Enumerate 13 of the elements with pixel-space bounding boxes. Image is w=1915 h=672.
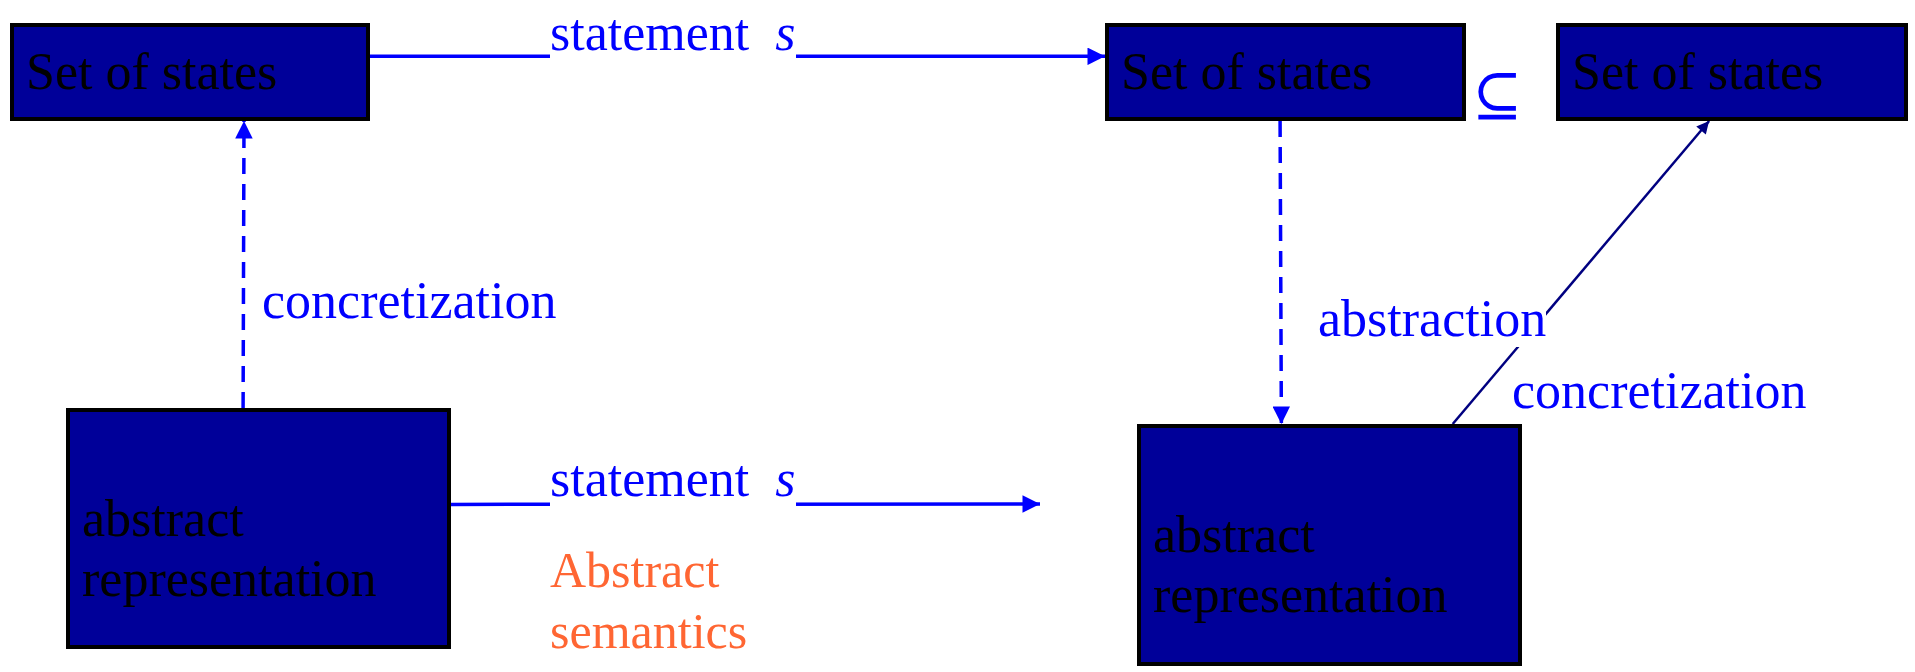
state-box bbox=[1556, 23, 1908, 121]
arrow bbox=[1451, 120, 1711, 425]
box-label: Set of states bbox=[1572, 42, 1824, 102]
dashed-arrow bbox=[1272, 121, 1291, 424]
box-label: Set of states bbox=[26, 42, 278, 102]
state-box bbox=[66, 408, 451, 649]
state-box bbox=[10, 23, 370, 121]
box-label: abstract representation bbox=[1153, 505, 1449, 625]
dashed-arrow bbox=[235, 121, 253, 408]
state-box bbox=[1105, 23, 1466, 121]
box-label: Set of states bbox=[1121, 42, 1373, 102]
box-label: abstract representation bbox=[82, 488, 378, 609]
state-box bbox=[1137, 424, 1522, 666]
